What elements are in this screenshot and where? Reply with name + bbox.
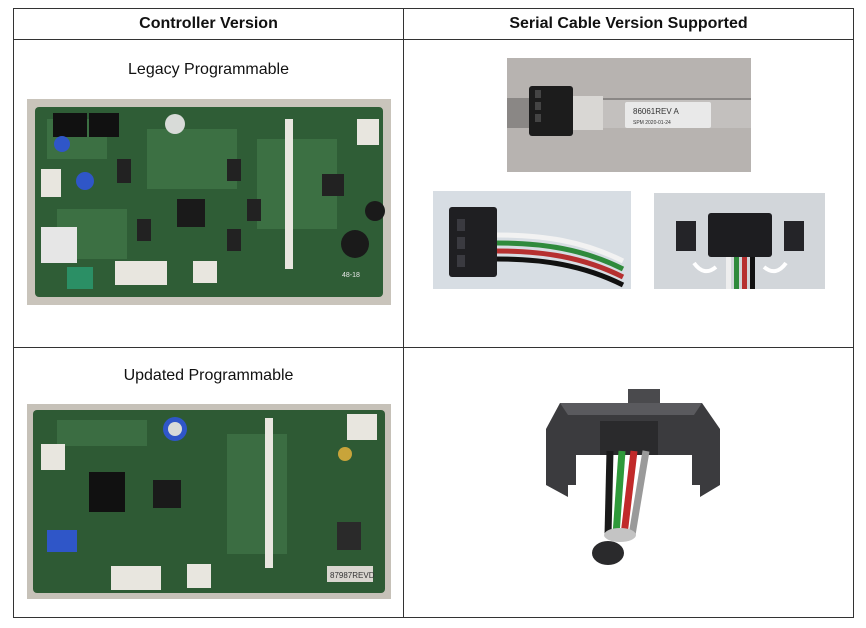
legacy-controller-label: Legacy Programmable xyxy=(128,61,289,78)
serial-cable-label-photo: 86061REV A SPM 2020-01-24 xyxy=(507,58,751,172)
board-silkscreen: 48-18 xyxy=(342,272,360,279)
serial-cable-render xyxy=(524,385,734,575)
divider xyxy=(14,39,853,40)
board-part-number: 87987REVD xyxy=(330,571,375,580)
updated-board-photo: 87987REVD xyxy=(27,404,391,599)
updated-controller-label: Updated Programmable xyxy=(123,367,294,384)
cable-label-text: SPM 2020-01-24 xyxy=(633,120,671,126)
serial-cable-latch-photo xyxy=(654,193,825,289)
serial-cable-connector-photo xyxy=(433,191,631,289)
compatibility-table: Controller Version Serial Cable Version … xyxy=(13,8,854,618)
divider xyxy=(14,347,853,348)
cable-label-text: 86061REV A xyxy=(633,107,679,116)
divider xyxy=(403,9,404,617)
header-serial-cable-version: Serial Cable Version Supported xyxy=(509,15,748,32)
legacy-board-photo: 48-18 xyxy=(27,99,391,305)
header-controller-version: Controller Version xyxy=(139,15,278,32)
